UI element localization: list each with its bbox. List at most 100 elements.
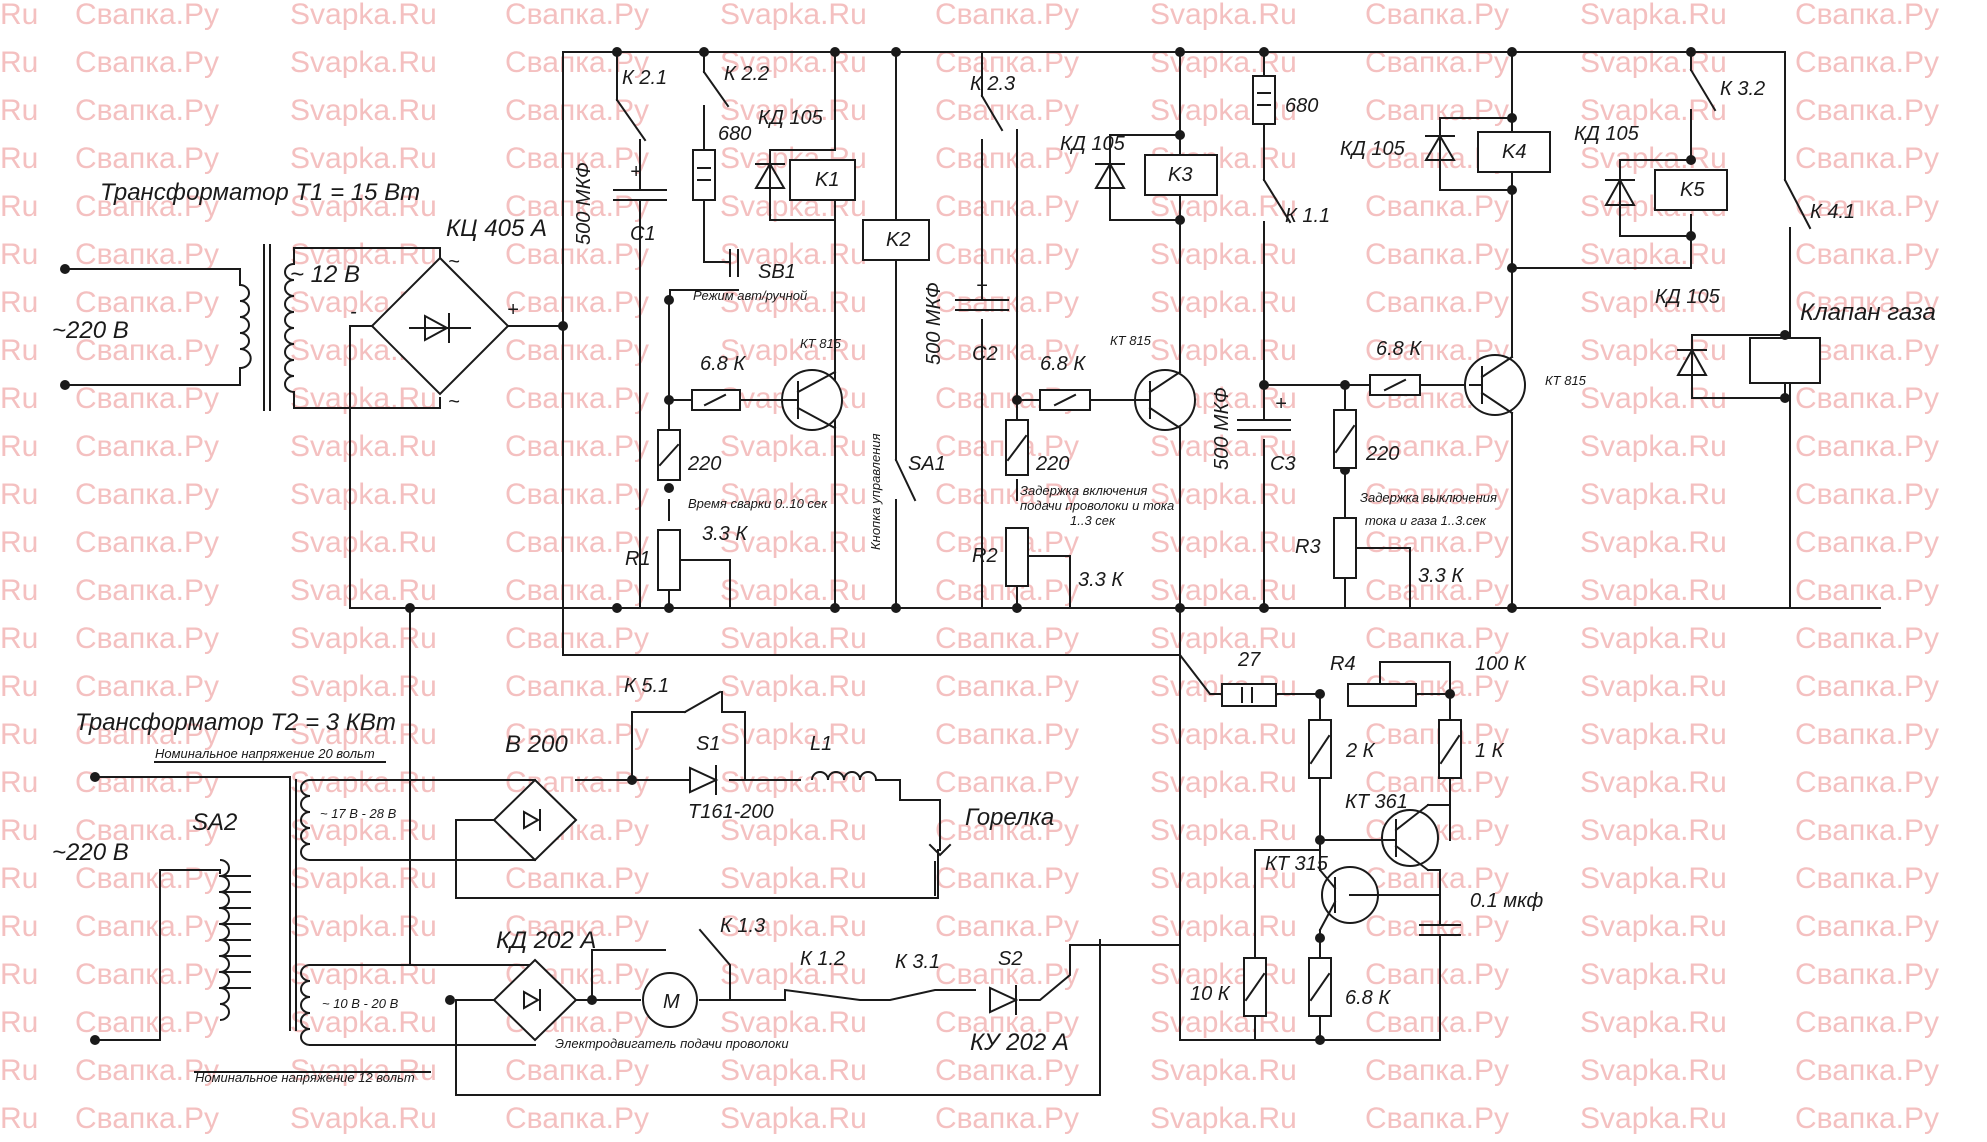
watermark-text: Свапка.Ру	[505, 574, 649, 607]
t2-title: Трансформатор Т2 = 3 КВт	[75, 709, 396, 736]
watermark-text: Ru	[0, 190, 38, 223]
t1-input-voltage: ~220 В	[52, 317, 129, 344]
watermark-text: Свапка.Ру	[1795, 94, 1939, 127]
watermark-text: Свапка.Ру	[1795, 958, 1939, 991]
watermark-text: Svapka.Ru	[290, 622, 437, 655]
watermark-text: Свапка.Ру	[75, 190, 219, 223]
junction	[1315, 689, 1325, 699]
k2-block: K2 SA1 Кнопка управления К 2.3 + С2 500 …	[862, 51, 1015, 609]
watermark-text: Свапка.Ру	[1795, 526, 1939, 559]
watermark-text: Svapka.Ru	[290, 0, 437, 31]
resistor-27	[1221, 683, 1277, 707]
watermark-text: Svapka.Ru	[1150, 478, 1297, 511]
rails	[405, 47, 1786, 656]
bridge-b200	[492, 778, 578, 862]
c4-label: 0.1 мкф	[1470, 890, 1544, 912]
watermark-text: Свапка.Ру	[935, 958, 1079, 991]
watermark-text: Svapka.Ru	[290, 1102, 437, 1135]
watermark-row: Ru Свапка.Ру Svapka.Ru Свапка.Ру Svapka.…	[0, 94, 1939, 127]
diode-icon	[1604, 177, 1636, 206]
watermark-row: Ru Свапка.Ру Svapka.Ru Свапка.Ру Svapka.…	[0, 286, 1939, 319]
watermark-text: Свапка.Ру	[1365, 190, 1509, 223]
r2-value: 3.3 К	[1078, 569, 1124, 591]
motor-chain	[455, 939, 1181, 1096]
watermark-text: Ru	[0, 1006, 38, 1039]
watermark-text: Свапка.Ру	[1365, 238, 1509, 271]
watermark-text: Svapka.Ru	[1150, 910, 1297, 943]
watermark-text: Svapka.Ru	[290, 1054, 437, 1087]
watermark-row: Ru Свапка.Ру Svapka.Ru Свапка.Ру Svapka.…	[0, 1054, 1939, 1087]
delay-on-note-3: 1..3 сек	[1070, 513, 1116, 528]
resistor-mark	[1439, 734, 1461, 765]
watermark-row: Ru Свапка.Ру Svapka.Ru Свапка.Ру Svapka.…	[0, 910, 1939, 943]
watermark-text: Svapka.Ru	[1150, 526, 1297, 559]
relay-k5-label: K5	[1680, 179, 1705, 201]
k5-diode-label: КД 105	[1574, 123, 1640, 145]
watermark-text: Svapka.Ru	[720, 1006, 867, 1039]
watermark-text: Свапка.Ру	[75, 430, 219, 463]
watermark-text: Свапка.Ру	[935, 910, 1079, 943]
watermark-text: Svapka.Ru	[720, 574, 867, 607]
potentiometer-r3	[1333, 517, 1357, 579]
r3-label: R3	[1295, 536, 1321, 558]
watermark-text: Свапка.Ру	[75, 286, 219, 319]
gas-valve-block: К 3.2 K5 КД 105 К 4.1 КД 105 Клапан газа	[1499, 51, 1936, 609]
t2-secondary-coil-bottom	[300, 964, 311, 1046]
watermark-text: Свапка.Ру	[1795, 382, 1939, 415]
c1-plus: +	[630, 161, 642, 183]
watermark-text: Svapka.Ru	[720, 430, 867, 463]
watermark-text: Свапка.Ру	[505, 478, 649, 511]
timer-block-3: 680 К 1.1 + С3 500 МКФ 220 Задержка выкл…	[1211, 51, 1587, 609]
thyristor-label: Т161-200	[688, 801, 774, 823]
resistor-mark	[1383, 378, 1407, 392]
watermark-text: Свапка.Ру	[75, 142, 219, 175]
t2-secondary-coil-top	[300, 779, 311, 861]
resistor-mark	[1334, 424, 1356, 454]
watermark-text: Свапка.Ру	[75, 862, 219, 895]
t1-supply: Трансформатор Т1 = 15 Вт ~220 В ~ 12 В К…	[52, 179, 1881, 609]
relay-k2	[862, 219, 930, 261]
junction	[1507, 185, 1517, 195]
watermark-text: Свапка.Ру	[935, 1102, 1079, 1135]
watermark-text: Свапка.Ру	[1795, 670, 1939, 703]
gas-valve-coil	[1749, 337, 1821, 384]
watermark-text: Svapka.Ru	[290, 718, 437, 751]
watermark-text: Свапка.Ру	[75, 766, 219, 799]
thyristor-s1	[689, 766, 719, 794]
junction	[612, 603, 622, 613]
watermark-text: Свапка.Ру	[505, 1102, 649, 1135]
watermark-text: Ru	[0, 814, 38, 847]
watermark-text: Svapka.Ru	[1580, 814, 1727, 847]
resistor-2k-label: 2 К	[1345, 740, 1376, 762]
diode-symbol-icon	[523, 810, 541, 830]
c2-value: 500 МКФ	[923, 282, 945, 365]
watermark-row: Ru Свапка.Ру Svapka.Ru Свапка.Ру Svapka.…	[0, 334, 1939, 367]
watermark-text: Свапка.Ру	[505, 238, 649, 271]
junction	[1315, 933, 1325, 943]
watermark-text: Свапка.Ру	[1365, 574, 1509, 607]
watermark-text: Свапка.Ру	[75, 1006, 219, 1039]
k13-label: К 1.3	[720, 915, 765, 937]
resistor-mark	[703, 393, 727, 407]
gas-valve-label: Клапан газа	[1800, 299, 1936, 326]
watermark-text: Свапка.Ру	[1795, 766, 1939, 799]
watermark-text: Svapka.Ru	[1580, 1054, 1727, 1087]
watermark-text: Свапка.Ру	[935, 1006, 1079, 1039]
transistor-leads	[779, 370, 837, 430]
thyristor-s2	[989, 986, 1019, 1014]
watermark-text: Svapka.Ru	[1150, 334, 1297, 367]
watermark-text: Svapka.Ru	[1150, 1102, 1297, 1135]
torch-tip-icon	[928, 843, 952, 857]
watermark-text: Свапка.Ру	[75, 1102, 219, 1135]
watermark-row: Ru Свапка.Ру Svapka.Ru Свапка.Ру Svapka.…	[0, 766, 1939, 799]
watermark-text: Свапка.Ру	[75, 238, 219, 271]
watermark-text: Svapka.Ru	[720, 958, 867, 991]
watermark-text: Свапка.Ру	[75, 1054, 219, 1087]
t1-secondary-leads	[293, 247, 441, 409]
s1-label: S1	[696, 733, 720, 755]
resistor-6k8-label: 6.8 К	[1040, 353, 1086, 375]
watermark-text: Свапка.Ру	[505, 622, 649, 655]
watermark-text: Svapka.Ru	[720, 334, 867, 367]
c2-plus: +	[976, 275, 988, 297]
c3-value: 500 МКФ	[1211, 387, 1233, 470]
